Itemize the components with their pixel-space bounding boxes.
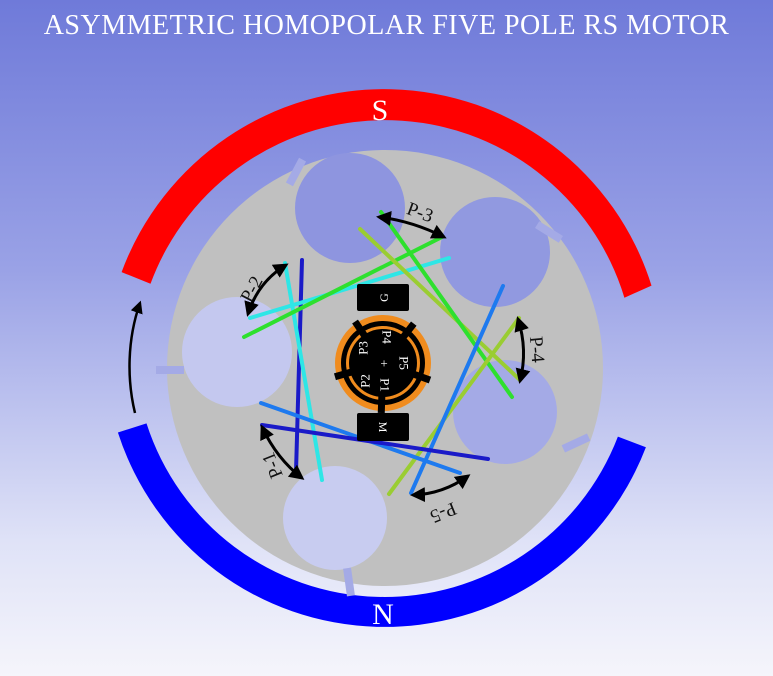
rotor-pocket [453,360,557,464]
commutator-segment-p5: P5 [397,356,412,370]
commutator-divider [398,321,417,342]
pole-arrow-p1 [260,424,305,480]
commutator: P3 P2 P4 P1 P5 + [333,315,432,414]
rotor-pocket [283,466,387,570]
winding-wire [379,210,514,399]
commutator-divider [333,367,356,381]
pole-arrow-p4 [514,316,531,384]
commutator-divider [409,369,432,384]
brush-m: M [357,413,409,441]
rotor-gap [156,366,184,374]
winding-wire [387,316,521,496]
commutator-divider [352,319,370,341]
diagram-title: ASYMMETRIC HOMOPOLAR FIVE POLE RS MOTOR [43,10,730,41]
south-magnet [121,89,652,298]
pole-arrow-p3 [376,211,447,239]
winding-wire [283,261,324,482]
rotor-gap [343,567,355,597]
commutator-divider [377,392,386,414]
brush-g: G [357,284,409,311]
rotor-pocket [440,197,550,307]
brush-g-label: G [377,293,391,302]
pole-label-p4: P-4 [525,335,548,364]
brush-m-label: M [376,422,390,433]
south-magnet-label: S [372,94,389,127]
pole-arrow-p2 [244,263,289,317]
pole-arrow-p5 [410,474,471,503]
north-magnet-label: N [372,598,394,631]
rotation-arrow [128,300,143,414]
rotor-pocket [295,153,405,263]
rotor-gap [285,157,307,187]
commutator-segment-p3: P3 [356,341,371,355]
rotor-gap [535,221,563,243]
commutator-segment-p2: P2 [358,374,373,388]
winding-wire [409,284,505,495]
north-magnet [117,423,646,627]
rotor-pocket [182,297,292,407]
rotor-gap [561,433,591,453]
commutator-center: + [380,356,387,371]
commutator-segment-p4: P4 [380,330,395,344]
commutator-segment-p1: P1 [378,378,393,392]
